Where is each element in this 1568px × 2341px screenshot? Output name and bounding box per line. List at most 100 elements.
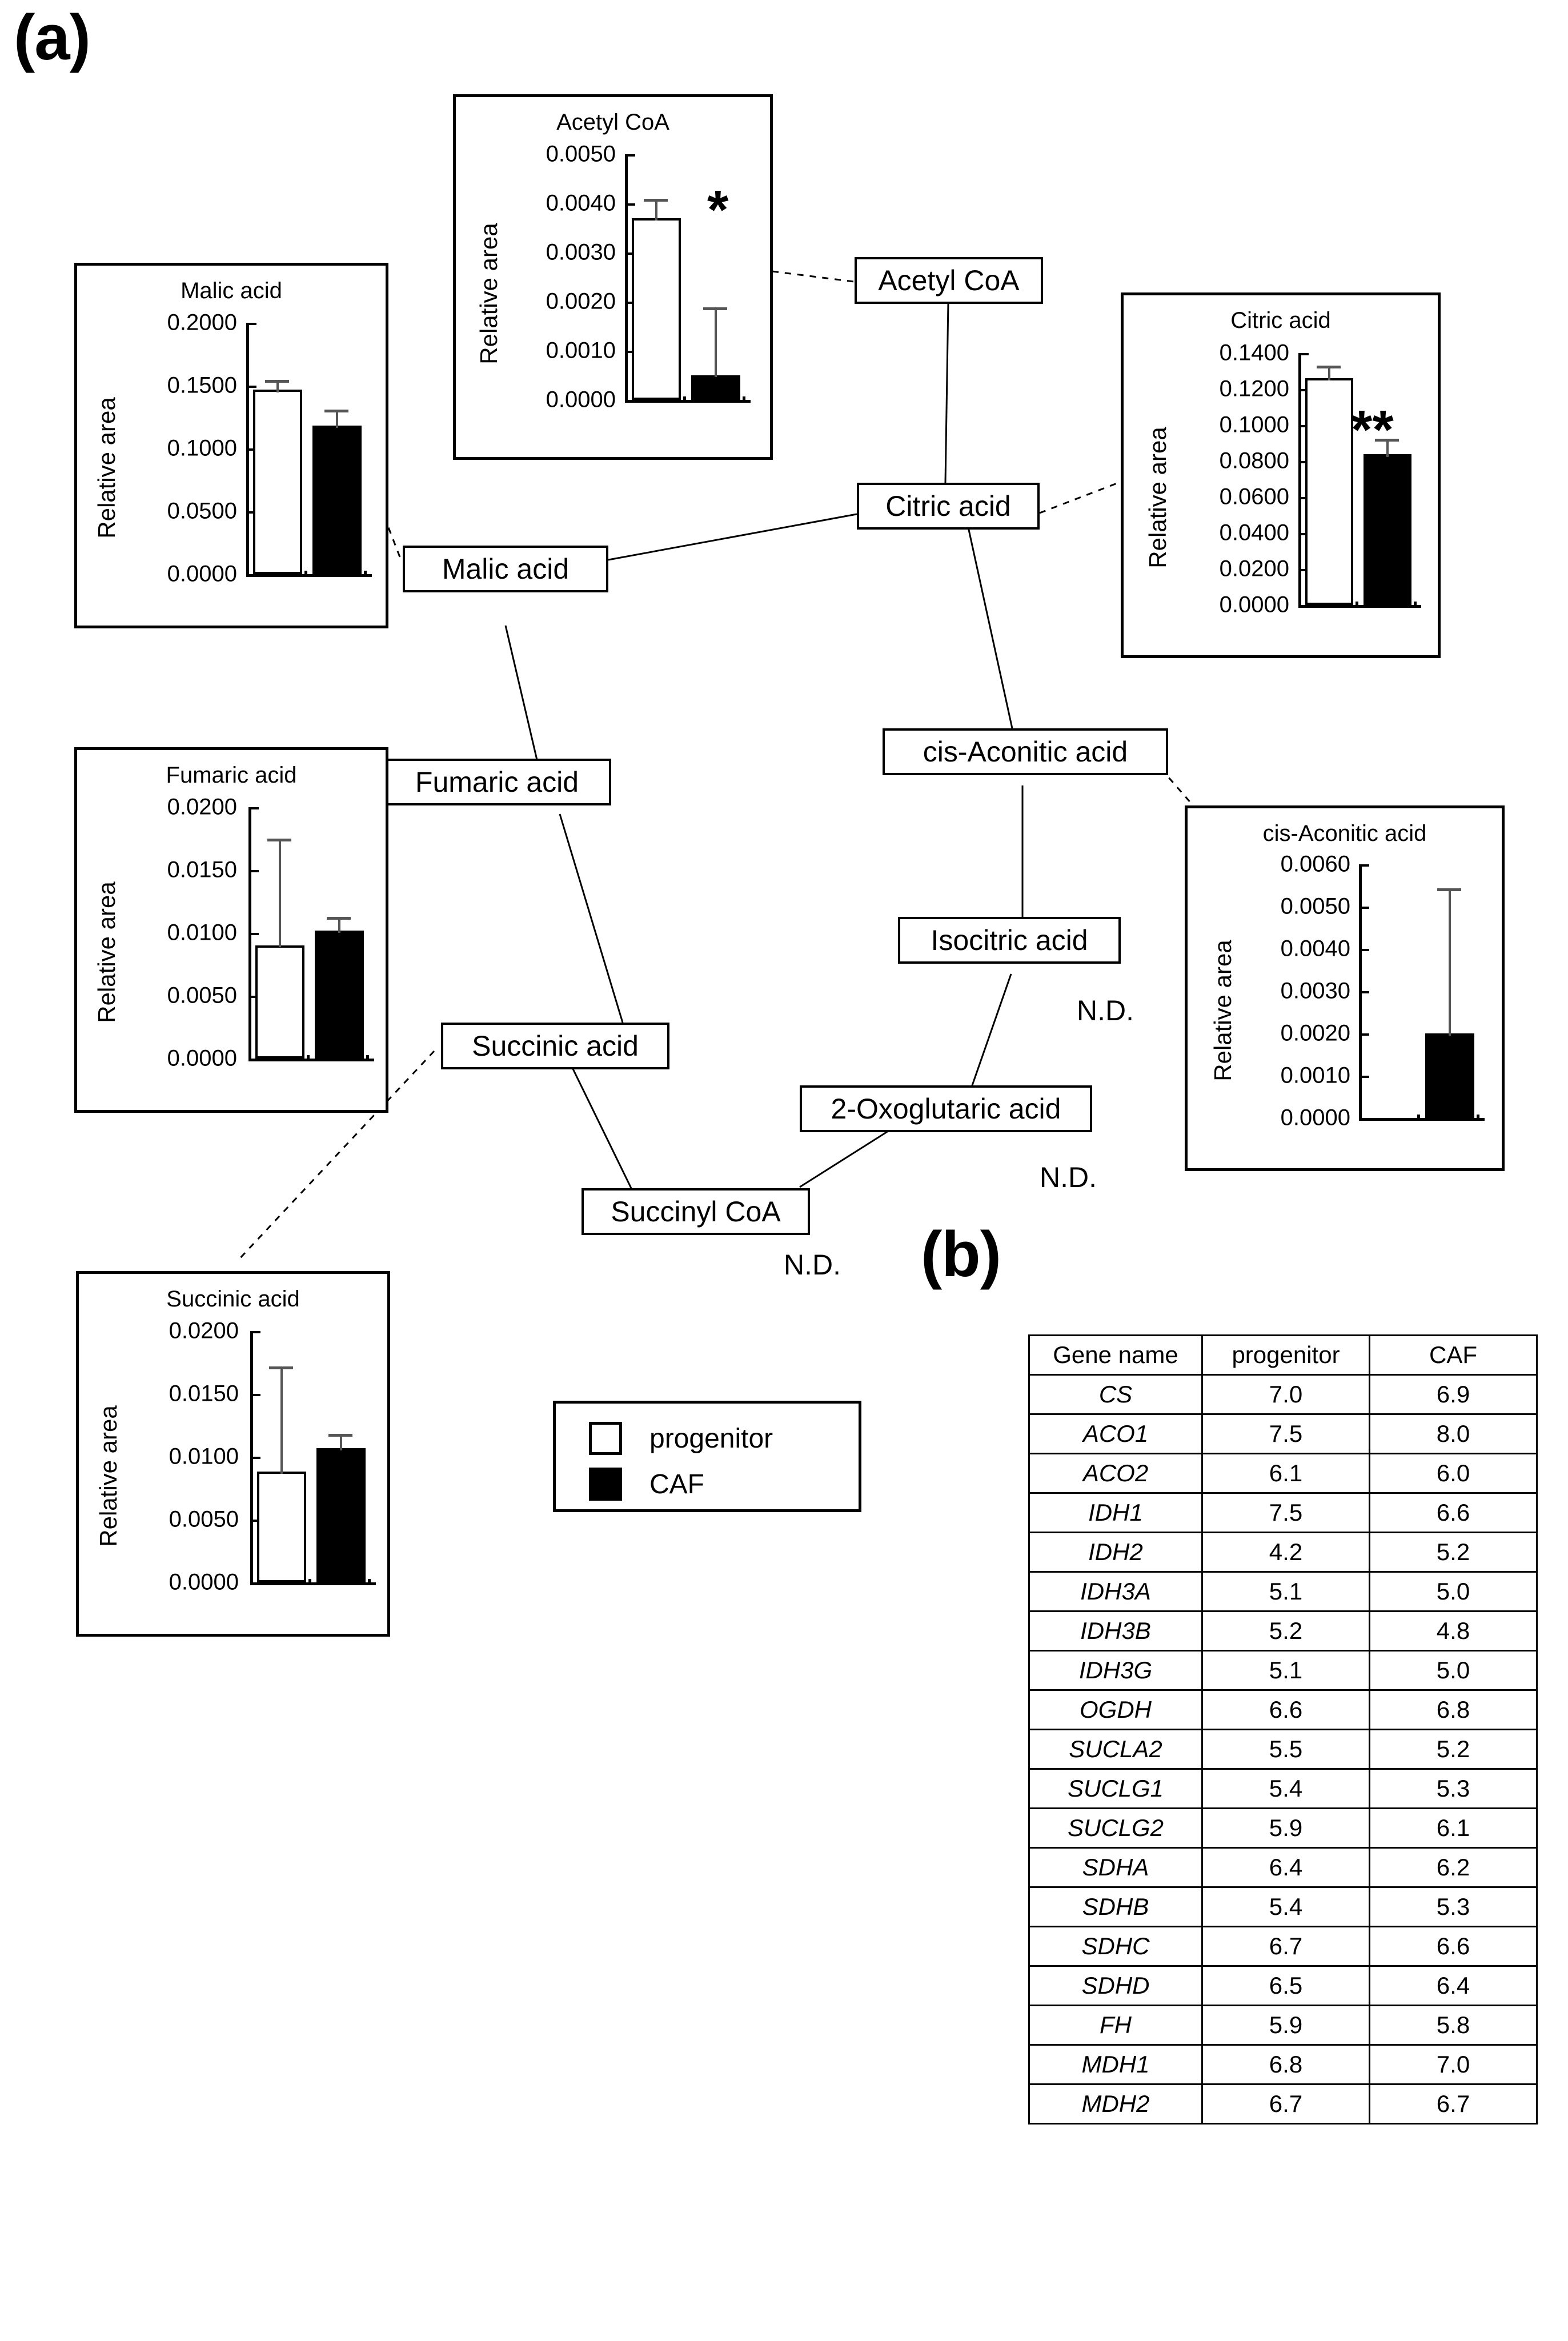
pathway-node-fumaric-acid[interactable]: Fumaric acid: [383, 759, 611, 805]
pathway-node-label: 2-Oxoglutaric acid: [831, 1093, 1061, 1125]
y-tick: [246, 448, 256, 451]
pathway-node-label: Succinic acid: [472, 1030, 639, 1062]
y-tick-label: 0.0010: [1280, 1063, 1350, 1088]
pathway-node-cis-aconitic-acid[interactable]: cis-Aconitic acid: [883, 728, 1168, 775]
y-tick-label: 0.0050: [169, 1506, 239, 1532]
y-tick: [1298, 425, 1309, 427]
table-cell-gene: ACO2: [1028, 1453, 1203, 1494]
legend-swatch-open-icon: [589, 1422, 622, 1455]
y-tick-label: 0.1400: [1219, 340, 1289, 366]
pathway-node-label: Fumaric acid: [415, 766, 579, 798]
bar-progenitor: [255, 945, 304, 1059]
table-cell-gene: IDH3A: [1028, 1571, 1203, 1612]
table-cell-progenitor: 6.7: [1201, 2083, 1370, 2124]
chart-title: Fumaric acid: [166, 763, 297, 788]
y-tick-label: 0.0600: [1219, 484, 1289, 510]
x-axis-line: [250, 1582, 376, 1585]
y-tick: [625, 351, 635, 353]
x-axis-line: [246, 574, 372, 577]
pathway-node-succinyl-coa[interactable]: Succinyl CoA: [582, 1188, 810, 1235]
y-tick: [1298, 569, 1309, 571]
y-tick: [248, 870, 259, 872]
significance-marker: *: [707, 179, 729, 240]
legend-swatch-filled-icon: [589, 1468, 622, 1501]
y-tick: [1359, 1076, 1369, 1078]
error-bar-cap: [644, 199, 668, 202]
y-tick-label: 0.0000: [1219, 592, 1289, 618]
significance-marker: **: [1351, 399, 1394, 460]
bar-progenitor: [257, 1472, 306, 1582]
table-cell-caf: 8.0: [1369, 1413, 1538, 1454]
x-tick: [308, 1579, 311, 1585]
y-tick: [1359, 949, 1369, 951]
table-cell-gene: IDH1: [1028, 1492, 1203, 1533]
table-cell-progenitor: 6.1: [1201, 1453, 1370, 1494]
pathway-node-citric-acid[interactable]: Citric acid: [857, 483, 1040, 530]
y-tick-label: 0.0010: [546, 338, 616, 363]
y-tick-label: 0.0030: [546, 239, 616, 265]
bar-caf: [316, 1448, 366, 1582]
y-tick-label: 0.0150: [167, 857, 237, 883]
table-cell-progenitor: 5.1: [1201, 1650, 1370, 1691]
y-tick-label: 0.1500: [167, 372, 237, 398]
y-tick-label: 0.0200: [1219, 556, 1289, 582]
y-tick-label: 0.0050: [167, 983, 237, 1008]
y-tick: [248, 933, 259, 935]
table-cell-progenitor: 5.9: [1201, 2005, 1370, 2046]
y-tick-label: 0.0050: [546, 141, 616, 167]
table-cell-caf: 5.3: [1369, 1886, 1538, 1927]
bar-caf: [312, 426, 362, 574]
plot-area: [246, 323, 372, 577]
chart-title: Malic acid: [181, 278, 282, 303]
y-tick-label: 0.0030: [1280, 978, 1350, 1004]
table-cell-caf: 6.4: [1369, 1965, 1538, 2006]
error-bar-progenitor: [1328, 366, 1330, 380]
y-tick-label: 0.0100: [169, 1444, 239, 1469]
y-tick: [250, 1331, 260, 1333]
table-cell-progenitor: 5.4: [1201, 1886, 1370, 1927]
plot-area: [1359, 864, 1485, 1121]
pathway-node-isocitric-acid[interactable]: Isocitric acid: [898, 917, 1121, 964]
pathway-node-acetyl-coa[interactable]: Acetyl CoA: [855, 257, 1043, 304]
chart-citric-acid: Citric acid Relative area 0.0000 0.0200 …: [1121, 292, 1441, 658]
table-cell-caf: 6.9: [1369, 1374, 1538, 1415]
error-bar-progenitor: [276, 380, 279, 392]
table-col-header-progenitor: progenitor: [1201, 1334, 1370, 1376]
pathway-node-label: Isocitric acid: [931, 924, 1088, 956]
table-col-header-gene: Gene name: [1028, 1334, 1203, 1376]
y-tick-label: 0.0200: [169, 1318, 239, 1344]
pathway-node-malic-acid[interactable]: Malic acid: [403, 546, 608, 592]
error-bar-caf: [338, 917, 340, 933]
y-tick: [248, 807, 259, 809]
x-tick: [743, 396, 745, 403]
table-cell-progenitor: 6.5: [1201, 1965, 1370, 2006]
y-tick-label: 0.0020: [546, 288, 616, 314]
y-tick-label: 0.0500: [167, 498, 237, 524]
table-cell-gene: FH: [1028, 2005, 1203, 2046]
table-cell-gene: SDHB: [1028, 1886, 1203, 1927]
x-tick: [1414, 602, 1417, 608]
y-tick: [625, 203, 635, 206]
error-bar-cap: [269, 1366, 293, 1369]
table-cell-caf: 5.8: [1369, 2005, 1538, 2046]
chart-acetyl-coa: Acetyl CoA Relative area 0.0000 0.0010 0…: [453, 94, 773, 460]
y-tick: [625, 302, 635, 304]
nd-label-succinyl-coa: N.D.: [784, 1249, 841, 1281]
chart-fumaric-acid: Fumaric acid Relative area 0.0000 0.0050…: [74, 747, 388, 1113]
pathway-node-2-oxoglutaric-acid[interactable]: 2-Oxoglutaric acid: [800, 1085, 1092, 1132]
table-cell-caf: 5.0: [1369, 1650, 1538, 1691]
y-tick-label: 0.0150: [169, 1381, 239, 1406]
bar-caf: [1425, 1033, 1474, 1118]
error-bar-cap: [267, 839, 291, 841]
table-cell-caf: 5.2: [1369, 1729, 1538, 1770]
y-tick-label: 0.0000: [167, 561, 237, 587]
pathway-node-succinic-acid[interactable]: Succinic acid: [441, 1023, 669, 1069]
x-tick: [1417, 1115, 1420, 1121]
